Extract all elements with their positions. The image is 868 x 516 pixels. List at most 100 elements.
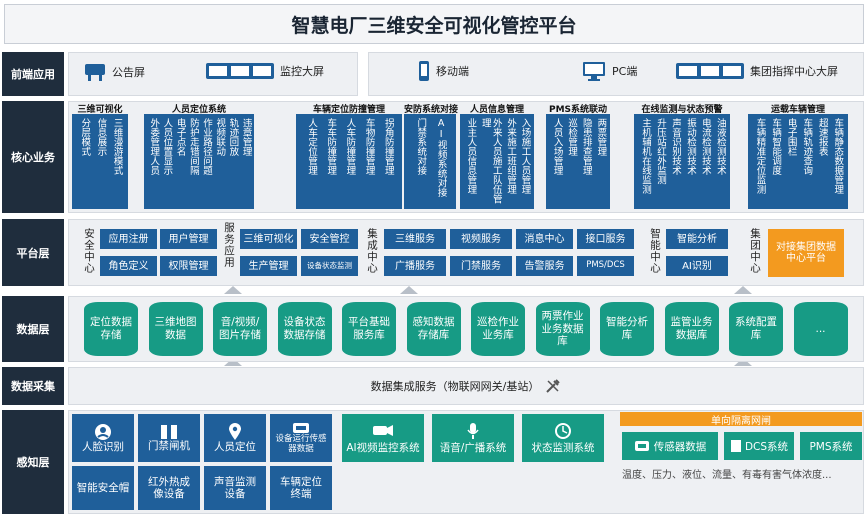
row-label-front: 前端应用 (2, 52, 64, 96)
voice-broadcast-box: 语音/广播系统 (432, 414, 514, 462)
group-data-center-box: 对接集团数据中心平台 (768, 229, 844, 277)
core-group-box: 外委管理人员人员位置显示电子点名防护走错间隔作业路径问题视频联动轨迹回放违章管理 (144, 114, 254, 209)
pms-system-box: PMS系统 (800, 432, 862, 460)
3d-service-box: 三维服务 (384, 229, 446, 249)
up-arrow-icon (734, 358, 752, 366)
person-location-box: 人员定位 (204, 414, 266, 462)
row-label-platform: 平台层 (2, 219, 64, 286)
core-item: 外来人员施工队伍管理 (479, 118, 502, 204)
sensor-icon (634, 441, 649, 451)
core-item: 声音识别技术 (669, 118, 681, 175)
core-item: 分层模式 (79, 118, 91, 156)
up-arrow-icon (224, 358, 242, 366)
ai-video-label: AI视频监控系统 (346, 441, 420, 454)
broadcast-service-box: 广播服务 (384, 256, 446, 276)
front-group-wall-label: 集团指挥中心大屏 (750, 65, 838, 78)
core-item: 门禁系统对接 (415, 118, 427, 175)
core-group-box: 门禁系统对接 AI视频系统对接 (404, 114, 456, 209)
collect-label: 数据集成服务（物联网网关/基站） (370, 380, 540, 393)
3d-visualization-box: 三维可视化 (240, 229, 297, 249)
core-item: 人车定位管理 (306, 118, 318, 175)
core-item: 两票管理 (595, 118, 607, 156)
core-item: 油液检测技术 (714, 118, 726, 175)
platform-group-center-label: 集团中心 (749, 228, 761, 274)
core-item: 主机辅机在线监测 (639, 118, 651, 194)
access-gate-box: 门禁闸机 (138, 414, 200, 462)
core-item: 拐角防撞管理 (382, 118, 394, 175)
platform-integration-center-label: 集成中心 (366, 228, 378, 274)
device-status-monitor-box: 设备状态监测 (301, 256, 358, 276)
front-billboard-label: 公告屏 (112, 66, 145, 79)
isolation-gate-banner: 单向隔离网闸 (620, 412, 862, 427)
core-item: 外委管理人员 (148, 118, 160, 175)
front-right-panel (368, 52, 864, 96)
permission-management-box: 权限管理 (160, 256, 217, 276)
front-pc: PC端 (582, 61, 637, 81)
user-management-box: 用户管理 (160, 229, 217, 249)
core-group-box: 业主人员信息管理外来人员施工队伍管理外来施工班组管理入场施工人员管理 (460, 114, 534, 209)
data-store-item: ... (793, 302, 848, 356)
pc-icon (583, 62, 605, 81)
status-monitor-label: 状态监测系统 (531, 441, 595, 454)
isolation-note: 温度、压力、液位、流量、有毒有害气体浓度... (622, 470, 832, 481)
mobile-icon (419, 61, 429, 81)
core-group-title: 人员定位系统 (171, 105, 226, 115)
core-item: 巡检管理 (566, 118, 578, 156)
status-monitor-box: 状态监测系统 (522, 414, 604, 462)
vehicle-terminal-box: 车辆定位终端 (270, 466, 332, 510)
core-item: 人员入场管理 (551, 118, 563, 175)
tools-icon (546, 379, 561, 393)
page-title: 智慧电厂三维安全可视化管控平台 (4, 4, 864, 44)
message-center-box: 消息中心 (516, 229, 573, 249)
ai-recognition-box: AI识别 (666, 256, 728, 276)
core-group-box: 人员入场管理巡检管理隐患排查管理两票管理 (546, 114, 610, 209)
core-item: 业主人员信息管理 (465, 118, 477, 194)
voice-broadcast-label: 语音/广播系统 (439, 441, 507, 454)
data-store-item: 智能分析库 (600, 302, 654, 356)
core-group-title: PMS系统联动 (548, 105, 608, 115)
data-store-item: 监管业务数据库 (664, 302, 719, 356)
data-store-item: 系统配置库 (729, 302, 783, 356)
core-item: 人员位置显示 (161, 118, 173, 175)
row-label-sense: 感知层 (2, 410, 64, 514)
core-item: 车物防撞管理 (363, 118, 375, 175)
monitor-icon (555, 422, 571, 439)
dcs-system-box: DCS系统 (724, 432, 794, 460)
core-item: AI视频系统对接 (435, 118, 447, 197)
core-group-title: 在线监测与状态预警 (641, 105, 723, 115)
core-item: 升压站红外监测 (654, 118, 666, 185)
billboard-icon (85, 64, 105, 81)
microphone-icon (467, 422, 479, 439)
platform-intelligence-center-label: 智能中心 (649, 228, 661, 274)
core-group-box: 人车定位管理车车防撞管理人车防撞管理车物防撞管理拐角防撞管理 (296, 114, 402, 209)
core-group-title: 运载车辆管理 (770, 105, 825, 115)
core-item: 视频联动 (214, 118, 226, 156)
gate-icon (161, 424, 177, 439)
person-location-label: 人员定位 (214, 440, 256, 453)
data-store-item: 两票作业业务数据库 (535, 302, 590, 356)
up-arrow-icon (400, 286, 418, 294)
dcs-icon (730, 440, 741, 452)
data-store-item: 感知数据存储库 (406, 302, 461, 356)
data-store-item: 音/视频/图片存储 (213, 302, 267, 356)
core-item: 外来施工班组管理 (505, 118, 517, 194)
row-label-data: 数据层 (2, 296, 64, 362)
access-gate-label: 门禁闸机 (148, 439, 190, 452)
smart-helmet-box: 智能安全帽 (72, 466, 134, 510)
sensor-icon (293, 423, 309, 434)
sensor-data-box: 传感器数据 (622, 432, 718, 460)
sound-monitor-box: 声音监测设备 (204, 466, 266, 510)
face-recognition-label: 人脸识别 (82, 440, 124, 453)
collect-panel: 数据集成服务（物联网网关/基站） (68, 367, 864, 405)
core-item: 信息展示 (95, 118, 107, 156)
core-item: 车车防撞管理 (325, 118, 337, 175)
app-register-box: 应用注册 (100, 229, 157, 249)
face-recognition-box: 人脸识别 (72, 414, 134, 462)
core-item: 车辆智能调度 (770, 118, 782, 175)
data-store-item: 设备状态数据存储 (277, 302, 332, 356)
core-item: 隐患排查管理 (580, 118, 592, 175)
core-item: 车辆轨迹查询 (801, 118, 813, 175)
core-group-title: 安防系统对接 (404, 105, 459, 115)
core-item: 作业路径问题 (201, 118, 213, 175)
video-wall-icon (676, 63, 744, 79)
